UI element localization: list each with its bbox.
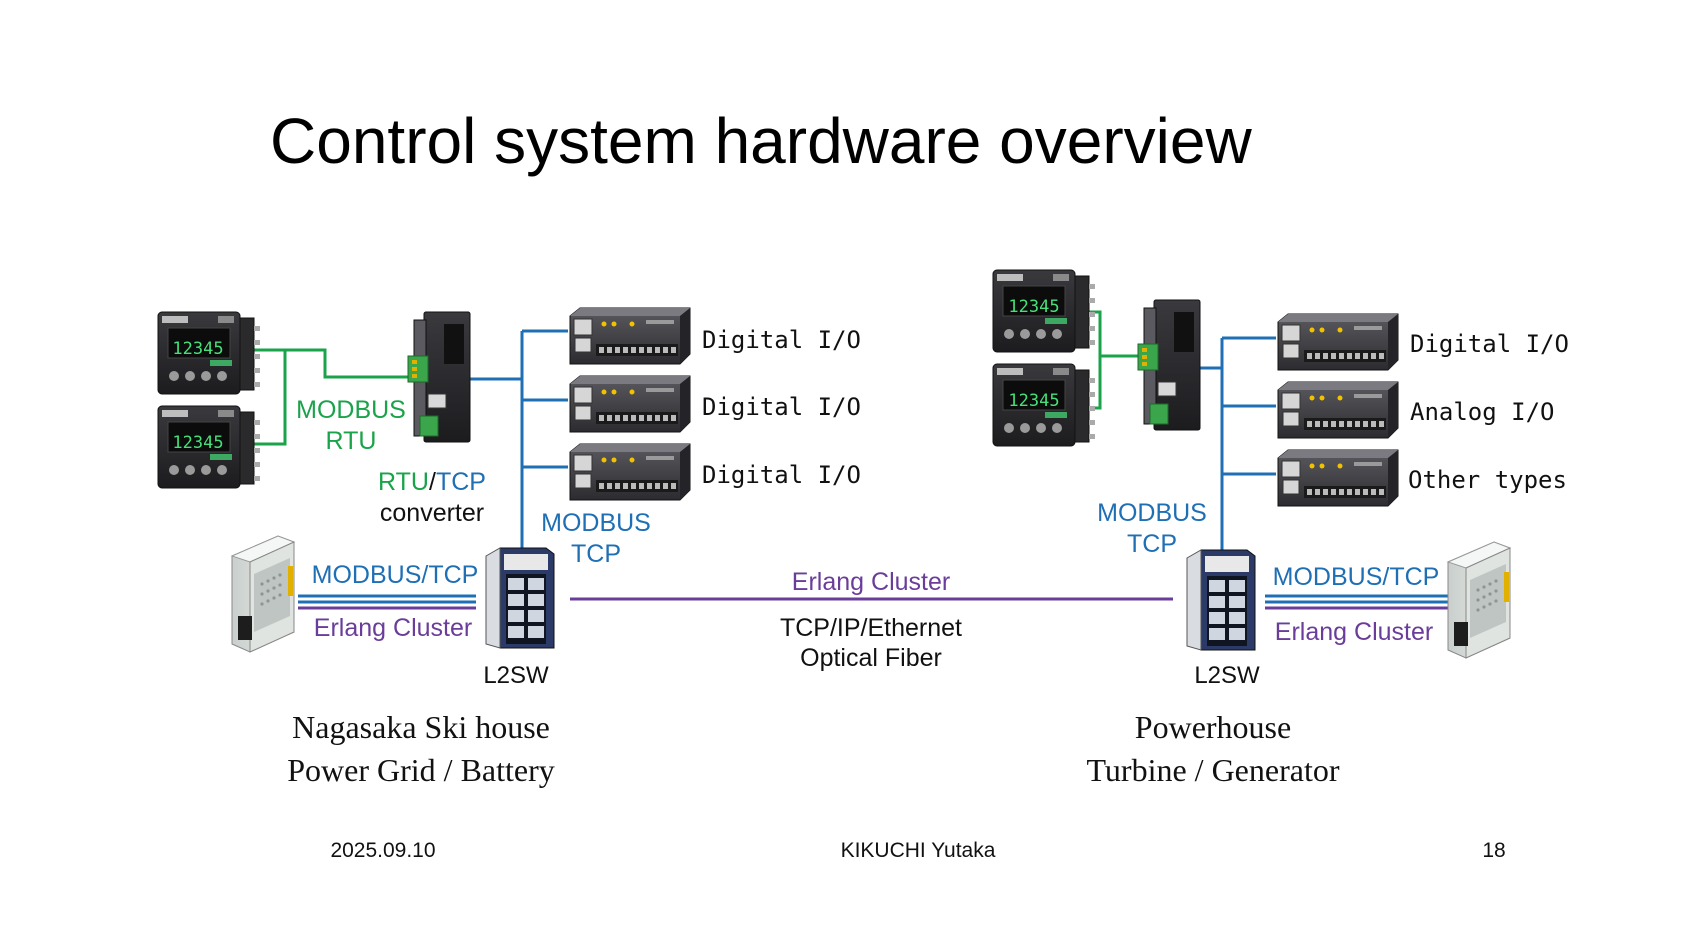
modbus-tcp-label-right-1: MODBUS <box>1097 499 1207 527</box>
converter-word: converter <box>380 499 484 527</box>
controller-display-left-2: 12345 <box>172 433 223 453</box>
footer-page: 18 <box>1482 839 1505 862</box>
server-erlang-label-left: Erlang Cluster <box>314 614 472 642</box>
modbus-tcp-label-left-2: TCP <box>571 540 621 568</box>
server-left <box>231 535 295 653</box>
server-modbus-label-right: MODBUS/TCP <box>1273 563 1440 591</box>
link-medium-1: TCP/IP/Ethernet <box>780 614 962 642</box>
rtu-tcp-converter-right <box>1137 299 1201 431</box>
modbus-tcp-label-right-2: TCP <box>1127 530 1177 558</box>
tcp-bus-left <box>470 329 568 548</box>
slide-title: Control system hardware overview <box>270 105 1252 177</box>
site-name-right: Powerhouse <box>1135 709 1291 745</box>
server-modbus-label-left: MODBUS/TCP <box>312 561 479 589</box>
converter-rtu-text: RTU <box>378 468 429 496</box>
converter-label: RTU/TCP <box>378 468 486 496</box>
io-module-left-1 <box>569 307 691 365</box>
io-label-left-3: Digital I/O <box>702 461 861 489</box>
server-erlang-label-right: Erlang Cluster <box>1275 618 1433 646</box>
io-label-right-3: Other types <box>1408 466 1567 494</box>
controller-display-right-2: 12345 <box>1008 391 1059 411</box>
l2sw-label-right: L2SW <box>1194 662 1260 689</box>
modbus-rtu-label-2: RTU <box>326 427 377 455</box>
site-subtitle-right: Turbine / Generator <box>1087 752 1340 788</box>
converter-tcp-text: TCP <box>436 468 486 496</box>
site-subtitle-left: Power Grid / Battery <box>287 752 555 788</box>
erlang-cluster-link: Erlang Cluster TCP/IP/Ethernet Optical F… <box>570 568 1173 672</box>
footer-author: KIKUCHI Yutaka <box>841 839 996 862</box>
erlang-cluster-label: Erlang Cluster <box>792 568 950 596</box>
io-label-left-1: Digital I/O <box>702 326 861 354</box>
left-site: 12345 12345 MODBUS RTU RTU/TCP converter… <box>157 307 861 788</box>
l2-switch-left <box>485 547 555 649</box>
server-right <box>1447 541 1511 659</box>
footer-date: 2025.09.10 <box>330 839 435 862</box>
io-module-right-1 <box>1277 313 1399 371</box>
io-label-right-2: Analog I/O <box>1410 398 1555 426</box>
io-label-left-2: Digital I/O <box>702 393 861 421</box>
l2-switch-right <box>1186 549 1256 651</box>
l2sw-label-left: L2SW <box>483 662 549 689</box>
converter-slash-text: / <box>429 468 436 496</box>
modbus-tcp-label-left-1: MODBUS <box>541 509 651 537</box>
modbus-rtu-label-1: MODBUS <box>296 396 406 424</box>
link-medium-2: Optical Fiber <box>800 644 942 672</box>
controller-display-left-1: 12345 <box>172 339 223 359</box>
io-module-left-2 <box>569 375 691 433</box>
site-name-left: Nagasaka Ski house <box>292 709 550 745</box>
io-module-right-2 <box>1277 381 1399 439</box>
right-site: 12345 12345 Digital I/O Analog I/O Other… <box>992 269 1569 788</box>
io-module-left-3 <box>569 443 691 501</box>
controller-display-right-1: 12345 <box>1008 297 1059 317</box>
io-module-right-3 <box>1277 449 1399 507</box>
io-label-right-1: Digital I/O <box>1410 330 1569 358</box>
rtu-bus-left <box>242 348 410 446</box>
rtu-tcp-converter <box>407 311 471 443</box>
